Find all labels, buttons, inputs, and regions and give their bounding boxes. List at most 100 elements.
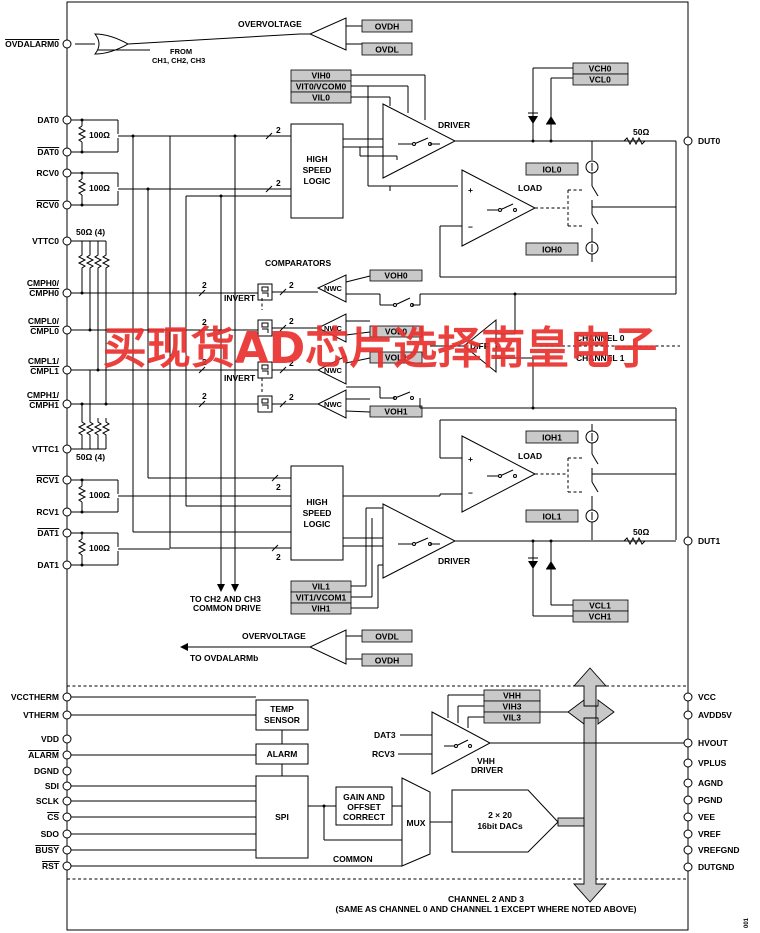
pin-ovdalarm0: OVDALARM0 [5,39,72,49]
register-vcl1: VCL1 [572,599,629,612]
svg-text:−: − [468,222,473,232]
svg-text:NWC: NWC [324,324,342,333]
svg-text:DAT0: DAT0 [37,115,59,125]
pin-sdo: SDO [41,829,72,839]
pin-vttc0: VTTC0 [32,236,72,246]
terminator-100-dat0: 100Ω [71,118,119,154]
vttc1-termination-network [71,370,111,450]
svg-text:VCH0: VCH0 [589,64,612,74]
dat3-label: DAT3 [374,730,396,740]
svg-text:2: 2 [202,317,207,327]
svg-text:2: 2 [276,178,281,188]
svg-text:2: 2 [202,357,207,367]
svg-text:DAT1: DAT1 [37,528,59,538]
svg-text:VOH0: VOH0 [384,271,407,281]
register-vhh: VHH [483,689,541,702]
svg-text:2 × 20: 2 × 20 [488,810,512,820]
high-speed-logic-ch1: HIGH SPEED LOGIC [290,465,344,561]
svg-text:BUSY: BUSY [35,845,59,855]
svg-text:+: + [468,454,473,464]
nwc-comparator-vol1: NWC [316,355,347,385]
svg-text:2: 2 [202,391,207,401]
comparators-label: COMPARATORS [265,258,331,268]
r50-dut0-label: 50Ω [633,127,649,137]
r50x4-top-label: 50Ω (4) [76,227,105,237]
svg-text:VREFGND: VREFGND [698,845,740,855]
pin-vref: VREF [683,829,721,839]
svg-text:SDI: SDI [45,781,59,791]
svg-text:AGND: AGND [698,778,723,788]
register-vol0: VOL0 [369,325,423,338]
pin-vrefgnd: VREFGND [683,845,740,855]
svg-text:2: 2 [289,392,294,402]
register-vil3: VIL3 [483,711,541,724]
pin-dutgnd: DUTGND [683,862,734,872]
overvoltage-comparator-bottom: OVERVOLTAGE TO OVDALARMb [180,629,362,665]
svg-text:2: 2 [289,316,294,326]
svg-text:CMPL0: CMPL0 [30,326,59,336]
svg-text:PGND: PGND [698,795,723,805]
svg-text:2: 2 [276,482,281,492]
svg-text:CMPL1/: CMPL1/ [28,356,60,366]
svg-text:2: 2 [289,280,294,290]
svg-text:SCLK: SCLK [36,796,60,806]
driver-ch1: DRIVER [382,503,470,579]
register-vol1: VOL1 [369,351,423,364]
svg-text:VOL0: VOL0 [385,327,407,337]
pin-rcv0-bar: RCV0 [36,200,72,210]
svg-text:SPEED: SPEED [303,165,332,175]
invert-label-0: INVERT [224,293,256,303]
svg-text:HIGH: HIGH [306,154,327,164]
register-vit0: VIT0/VCOM0 [290,80,352,93]
svg-text:CORRECT: CORRECT [343,812,386,822]
driver-ch1-label: DRIVER [438,556,470,566]
common-label: COMMON [333,854,373,864]
vttc0-termination-network [71,240,111,404]
bus-width-marks-comparators: 2 2 2 2 [198,280,207,408]
svg-text:16bit DACs: 16bit DACs [477,821,523,831]
svg-text:SPEED: SPEED [303,508,332,518]
svg-text:ALARM: ALARM [267,749,298,759]
overvoltage-bottom-label: OVERVOLTAGE [242,631,306,641]
svg-text:VEE: VEE [698,812,715,822]
svg-text:VOL1: VOL1 [385,353,407,363]
pin-vtherm: VTHERM [23,710,72,720]
nwc-comparator-voh0: NWC [316,274,347,303]
current-sources-ch1 [585,424,676,540]
svg-text:CMPH1/: CMPH1/ [27,390,60,400]
svg-text:DUT0: DUT0 [698,136,720,146]
svg-text:100Ω: 100Ω [89,183,110,193]
pin-rcv0: RCV0 [36,168,72,178]
svg-text:DUT1: DUT1 [698,536,720,546]
pin-rst: RST [42,861,72,871]
svg-text:DUTGND: DUTGND [698,862,734,872]
svg-text:NWC: NWC [324,400,342,409]
alarm-block: ALARM [255,743,309,765]
pin-hvout: HVOUT [683,738,729,748]
svg-text:VIL0: VIL0 [312,93,330,103]
current-sources-ch0 [585,141,677,262]
svg-text:VCL1: VCL1 [589,601,611,611]
clamp-diodes-ch1 [528,539,573,617]
svg-text:OVDH: OVDH [375,22,400,32]
svg-text:SENSOR: SENSOR [264,715,300,725]
gain-offset-correct: GAIN AND OFFSET CORRECT [335,786,393,826]
svg-text:VTTC1: VTTC1 [32,444,59,454]
r50-dut1-label: 50Ω [633,527,649,537]
svg-text:VCC: VCC [698,692,716,702]
svg-text:VREF: VREF [698,829,721,839]
pin-cs: CS [47,812,72,822]
from-label: FROM [170,47,192,56]
svg-text:VIT1/VCOM1: VIT1/VCOM1 [296,593,347,603]
pin-alarm: ALARM [28,750,72,760]
svg-text:−: − [468,488,473,498]
load-ch0: + − LOAD [461,169,542,247]
pin-dat1: DAT1 [37,560,72,570]
pin-busy: BUSY [35,845,72,855]
svg-text:VIH1: VIH1 [312,604,331,614]
mux-block: MUX [401,777,431,867]
terminator-100-dat1: 100Ω [71,531,170,567]
pin-vee: VEE [683,812,715,822]
pin-sclk: SCLK [36,796,72,806]
